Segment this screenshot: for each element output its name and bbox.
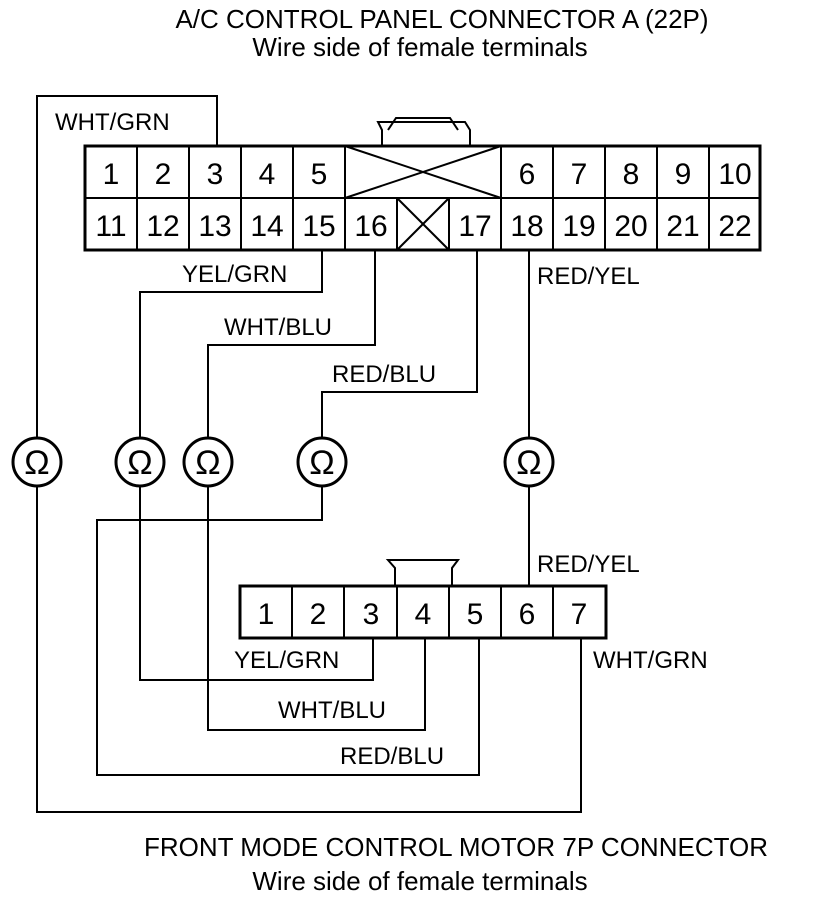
pin-a-9: 9 (675, 158, 692, 191)
connector-b: 1 2 3 4 5 6 7 (238, 559, 608, 640)
connector-a-title: A/C CONTROL PANEL CONNECTOR A (22P) (175, 4, 708, 34)
connector-a-lock-tab (376, 121, 471, 146)
wire-wht-blu-return (207, 486, 426, 731)
pin-a-10: 10 (718, 158, 751, 191)
pin-a-4: 4 (259, 158, 276, 191)
wire-label-wht-grn-b: WHT/GRN (593, 647, 708, 674)
pin-a-20: 20 (614, 210, 647, 243)
pin-a-1: 1 (103, 158, 120, 191)
ohmmeter-4-circle (296, 436, 348, 488)
ohmmeter-1-circle (11, 436, 63, 488)
pin-b-6: 6 (519, 598, 536, 631)
pin-b-2: 2 (310, 598, 327, 631)
pin-a-14: 14 (250, 210, 283, 243)
pin-a-16: 16 (354, 210, 387, 243)
wire-label-red-yel-a: RED/YEL (537, 263, 640, 290)
wire-label-wht-grn-a: WHT/GRN (55, 109, 170, 136)
wire-wht-grn (36, 95, 218, 440)
wire-label-red-blu-a: RED/BLU (332, 361, 436, 388)
wire-yel-grn-return (139, 486, 374, 681)
ohmmeter-2-symbol: Ω (127, 444, 152, 482)
pin-a-6: 6 (519, 158, 536, 191)
connector-b-subtitle: Wire side of female terminals (252, 866, 587, 896)
pin-a-15: 15 (302, 210, 335, 243)
pin-b-4: 4 (415, 598, 432, 631)
ohmmeter-2: Ω (114, 436, 166, 488)
ohmmeter-5-symbol: Ω (516, 444, 541, 482)
pin-b-7: 7 (571, 598, 588, 631)
pin-a-19: 19 (562, 210, 595, 243)
wire-wht-grn-return (36, 486, 582, 813)
wire-label-red-yel-b: RED/YEL (537, 551, 640, 578)
ohmmeter-4: Ω (296, 436, 348, 488)
pin-b-3: 3 (363, 598, 380, 631)
pin-a-22: 22 (718, 210, 751, 243)
wire-wht-blu (207, 250, 376, 440)
pin-a-5: 5 (311, 158, 328, 191)
pin-a-18: 18 (510, 210, 543, 243)
ohmmeter-2-circle (114, 436, 166, 488)
connector-b-lock-tab (385, 559, 460, 586)
ohmmeter-3-symbol: Ω (195, 444, 220, 482)
connector-a-blank-cross-4 (396, 197, 450, 251)
ohmmeter-5: Ω (503, 436, 555, 488)
ohmmeter-3: Ω (182, 436, 234, 488)
wire-label-yel-grn-b: YEL/GRN (234, 647, 339, 674)
wire-label-red-blu-b: RED/BLU (340, 743, 444, 770)
pin-a-17: 17 (458, 210, 491, 243)
pin-a-11: 11 (95, 210, 126, 243)
wire-yel-grn (139, 250, 323, 440)
connector-b-body (238, 584, 608, 640)
wire-red-blu-return (96, 486, 480, 776)
wire-label-wht-blu-b: WHT/BLU (278, 697, 386, 724)
ohmmeter-5-circle (503, 436, 555, 488)
pin-b-5: 5 (467, 598, 484, 631)
connector-b-title: FRONT MODE CONTROL MOTOR 7P CONNECTOR (144, 832, 768, 862)
wire-label-yel-grn-a: YEL/GRN (182, 261, 287, 288)
connector-a-blank-cross-2 (344, 145, 502, 199)
pin-a-13: 13 (198, 210, 231, 243)
ohmmeter-1-symbol: Ω (24, 444, 49, 482)
pin-a-21: 21 (666, 210, 699, 243)
pin-a-12: 12 (146, 210, 179, 243)
connector-a-lock-tab-top (387, 117, 459, 131)
wire-label-wht-blu-a: WHT/BLU (224, 314, 332, 341)
pin-a-2: 2 (155, 158, 172, 191)
ohmmeter-1: Ω (11, 436, 63, 488)
wire-red-blu (321, 250, 478, 440)
ohmmeter-3-circle (182, 436, 234, 488)
connector-a: 1 2 3 4 5 6 7 8 9 10 11 12 13 14 15 16 1… (83, 117, 762, 252)
pin-a-7: 7 (571, 158, 588, 191)
connector-a-subtitle: Wire side of female terminals (252, 32, 587, 62)
pin-a-3: 3 (207, 158, 224, 191)
ohmmeter-4-symbol: Ω (309, 444, 334, 482)
pin-a-8: 8 (623, 158, 640, 191)
pin-b-1: 1 (258, 598, 275, 631)
